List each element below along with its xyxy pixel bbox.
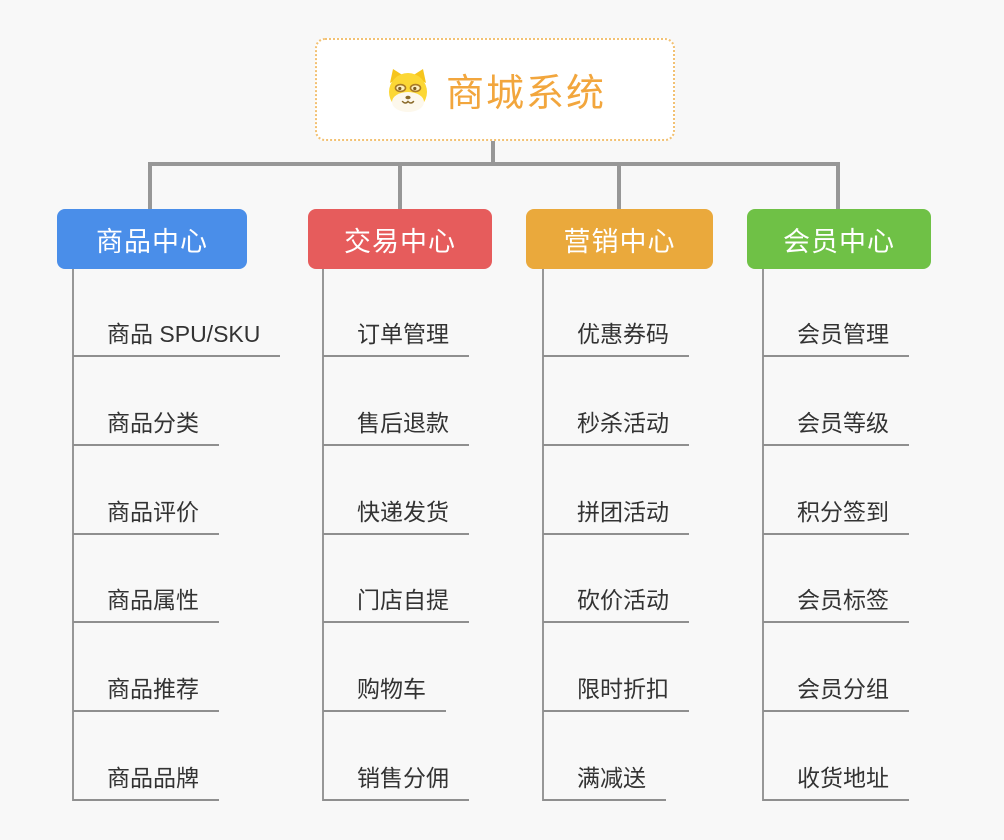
leaf-item[interactable]: 积分签到 (763, 493, 909, 535)
branch-node-member[interactable]: 会员中心 (747, 209, 931, 269)
branch-node-trade[interactable]: 交易中心 (308, 209, 492, 269)
leaf-item[interactable]: 商品评价 (73, 493, 219, 535)
leaf-item[interactable]: 门店自提 (323, 581, 469, 623)
doge-icon (384, 67, 432, 113)
leaf-item[interactable]: 商品品牌 (73, 759, 219, 801)
leaf-item[interactable]: 快递发货 (323, 493, 469, 535)
leaf-item[interactable]: 会员标签 (763, 581, 909, 623)
leaf-item[interactable]: 商品分类 (73, 404, 219, 446)
leaf-item[interactable]: 订单管理 (323, 315, 469, 357)
leaf-item[interactable]: 满减送 (543, 759, 666, 801)
root-title: 商城系统 (445, 73, 606, 115)
leaf-item[interactable]: 秒杀活动 (543, 404, 689, 446)
leaf-item[interactable]: 收货地址 (763, 759, 909, 801)
leaf-item[interactable]: 砍价活动 (543, 581, 689, 623)
leaf-item[interactable]: 购物车 (323, 670, 446, 712)
leaf-item[interactable]: 销售分佣 (323, 759, 469, 801)
leaf-item[interactable]: 会员管理 (763, 315, 909, 357)
leaf-item[interactable]: 商品属性 (73, 581, 219, 623)
branch-node-marketing[interactable]: 营销中心 (526, 209, 713, 269)
leaf-item[interactable]: 商品 SPU/SKU (73, 315, 281, 357)
leaf-item[interactable]: 会员分组 (763, 670, 909, 712)
leaf-item[interactable]: 优惠券码 (543, 315, 689, 357)
leaf-item[interactable]: 售后退款 (323, 404, 469, 446)
leaf-item[interactable]: 商品推荐 (73, 670, 219, 712)
leaf-item[interactable]: 拼团活动 (543, 493, 689, 535)
leaf-item[interactable]: 会员等级 (763, 404, 909, 446)
branch-node-product[interactable]: 商品中心 (57, 209, 247, 269)
leaf-item[interactable]: 限时折扣 (543, 670, 689, 712)
root-node[interactable]: 商城系统 (315, 38, 675, 141)
